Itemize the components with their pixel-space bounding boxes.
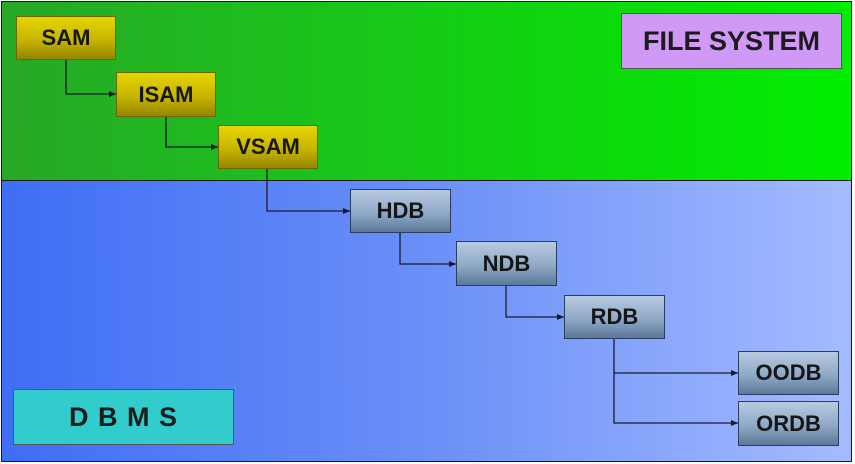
node-isam: ISAM xyxy=(116,72,216,117)
dbms-label: D B M S xyxy=(13,389,234,445)
connector-hdb-ndb xyxy=(399,233,456,267)
file-system-label: FILE SYSTEM xyxy=(621,13,842,69)
node-oodb: OODB xyxy=(738,351,839,395)
connector-ndb-rdb xyxy=(505,286,564,320)
connector-isam-vsam xyxy=(165,117,218,150)
connector-vsam-hdb xyxy=(266,169,350,214)
node-ordb: ORDB xyxy=(738,401,839,446)
node-hdb: HDB xyxy=(350,189,451,233)
connector-sam-isam xyxy=(65,60,116,97)
node-vsam: VSAM xyxy=(218,125,318,169)
node-ndb: NDB xyxy=(456,241,557,286)
connector-rdb-oodb xyxy=(613,339,738,376)
node-sam: SAM xyxy=(16,16,116,60)
node-rdb: RDB xyxy=(564,295,665,339)
connector-rdb-ordb xyxy=(613,373,738,426)
